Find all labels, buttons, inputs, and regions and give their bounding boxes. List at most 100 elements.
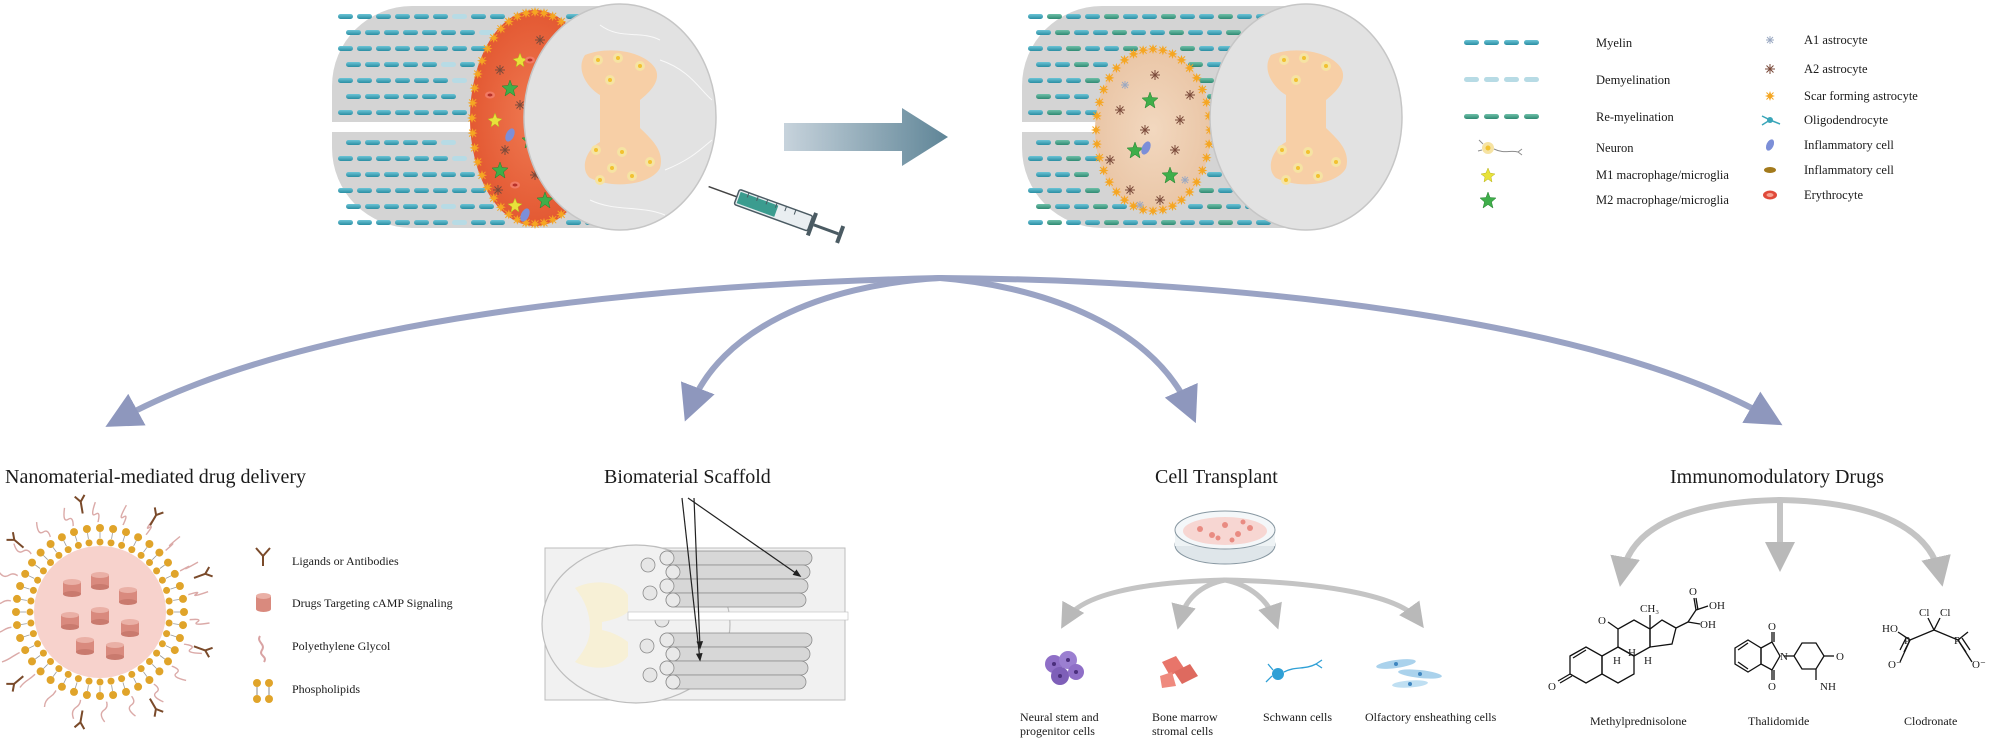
phospholipid-head [96,678,104,686]
scaffold-tube [665,592,807,608]
myelin-segment [1085,220,1100,225]
myelin-segment [1036,30,1051,35]
phospholipid-head [175,634,184,642]
scar-astrocyte [511,10,523,22]
ligand [149,507,164,526]
scar-astrocyte [547,10,559,22]
myelin-segment [433,156,448,161]
neuron [617,147,627,157]
peg-chain [35,522,53,544]
phospholipid-head [29,630,37,638]
neuron [1313,171,1323,181]
scaffold-grey-matter [575,582,628,668]
phospholipid-head [85,677,93,685]
myelin-segment [1028,78,1043,83]
myelin-segment [452,14,467,19]
scaffold-tube [665,564,811,580]
myelin-segment [1047,110,1062,115]
legend-a1-icon [1765,35,1775,45]
ligand-icon [255,547,271,566]
phospholipid-head [96,524,104,532]
svg-text:CH₃: CH₃ [1640,603,1659,615]
myelin-segment [1074,94,1089,99]
peg-chain [174,561,199,575]
myelin-segment [1055,62,1070,67]
petri-dish [1174,510,1276,565]
scar-astrocyte [472,156,484,168]
scar-astrocyte [467,97,479,109]
myelin-segment [1066,110,1081,115]
myelin-segment [1199,78,1214,83]
peg-chain [182,591,209,598]
phospholipid-head [109,525,118,533]
myelin-segment [452,156,467,161]
neuron [627,171,637,181]
myelin-segment [403,30,418,35]
label-methylprednisolone: Methylprednisolone [1590,714,1687,728]
phospholipid-head [21,646,30,655]
myelin-segment [1085,46,1100,51]
label-clodronate: Clodronate [1904,714,1957,728]
drug-cylinder [119,590,137,602]
phospholipid-head [57,533,66,542]
myelin-segment [357,220,372,225]
neuron [607,163,617,173]
myelin-segment [338,14,353,19]
phospholipid-head [47,658,54,665]
svg-text:O: O [1598,615,1606,627]
myelin-segment [414,78,429,83]
myelin-segment [479,30,494,35]
legend-demyelination: Demyelination [1596,73,1671,87]
myelin-segment [338,110,353,115]
myelin-segment [376,78,391,83]
legend-myelin: Myelin [1596,36,1633,50]
myelin-segment [1047,14,1062,19]
svg-text:P: P [1954,635,1960,647]
myelin-segment [1055,140,1070,145]
peg-chain [177,642,202,655]
myelin-segment [1218,188,1233,193]
svg-text:P: P [1904,635,1910,647]
scaffold-tube [665,674,807,690]
scar-astrocyte [1196,84,1208,95]
myelin-segment [441,62,456,67]
myelin-segment [1055,94,1070,99]
svg-text:HO: HO [1882,623,1898,635]
scar-astrocyte [1091,138,1103,150]
phospholipid-head [145,540,154,548]
phospholipid-head [47,559,54,566]
myelin-segment [1028,14,1043,19]
myelin-segment [1047,46,1062,51]
phospholipid-head [21,569,30,578]
myelin-segment [384,94,399,99]
scar-astrocyte [469,82,481,94]
phospholipid-head [180,608,188,616]
myelin-segment [1055,30,1070,35]
nano-legend: Ligands or Antibodies Drugs Targeting cA… [253,547,453,703]
phospholipid-head [163,630,171,638]
scaffold-tube [659,632,813,648]
myelin-segment [395,14,410,19]
scar-astrocyte [1191,176,1203,188]
myelin-segment [1074,140,1089,145]
phospholipid-head [134,533,143,542]
myelin-segment [357,110,372,115]
drug-cylinder [91,575,109,587]
phospholipid-head [82,525,91,533]
myelin-segment [433,14,448,19]
scar-astrocyte [538,7,550,19]
myelin-segment [395,46,410,51]
svg-text:Cl: Cl [1919,607,1929,619]
grey-matter-right [1267,50,1347,185]
neuron [613,53,623,63]
myelin-segment [365,140,380,145]
myelin-segment [1047,188,1062,193]
phospholipid-head [13,621,21,630]
myelin-segment [1074,62,1089,67]
myelin-segment [414,156,429,161]
label-nsc-2: progenitor cells [1020,724,1095,738]
neuron [1279,55,1289,65]
inflammatory-cell [505,128,515,142]
myelin-segment [460,62,475,67]
myelin-segment [365,172,380,177]
